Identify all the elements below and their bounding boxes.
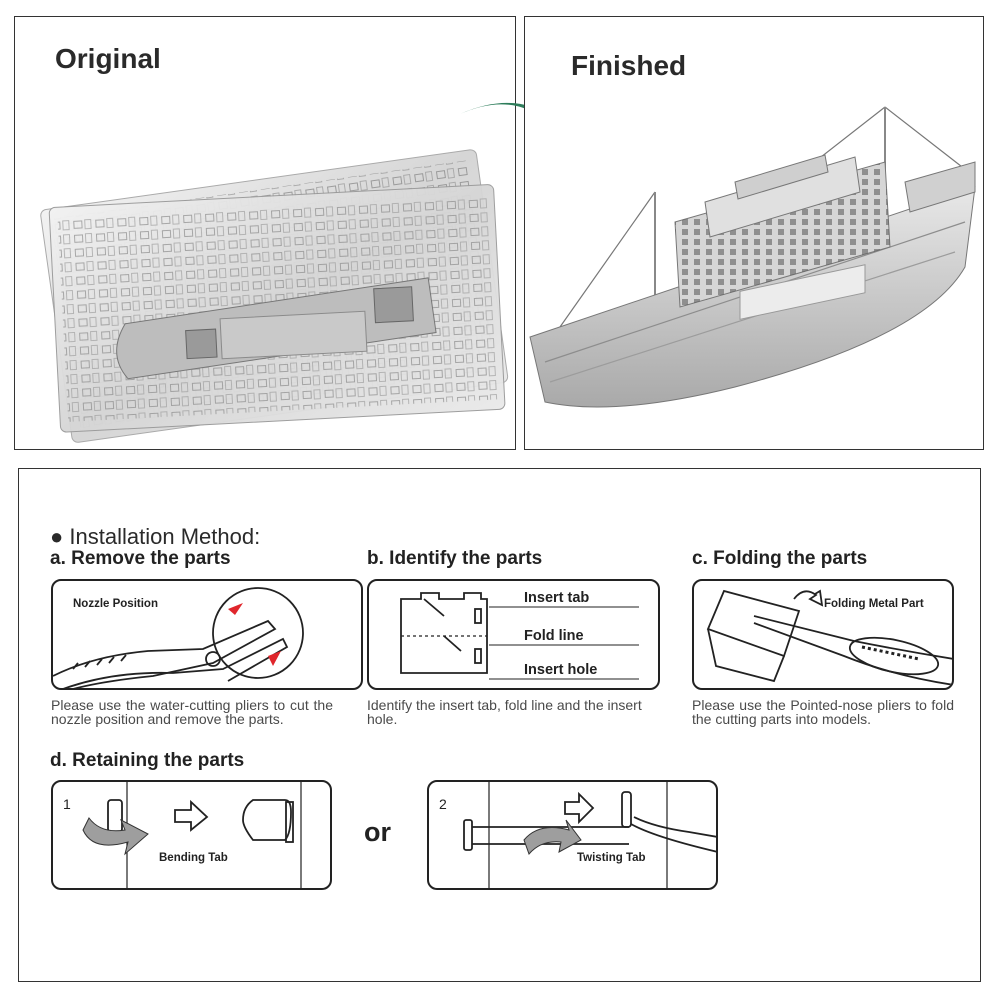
step-d-box-2: 2 Twisting Tab (427, 780, 718, 890)
ship-icon (529, 106, 976, 408)
step-c-desc: Please use the Pointed-nose pliers to fo… (692, 697, 954, 727)
step-a-title: a. Remove the parts (50, 548, 231, 569)
insert-tab-label: Insert tab (524, 590, 590, 606)
step-d-number-1: 1 (63, 796, 71, 812)
insert-hole-label: Insert hole (524, 662, 598, 678)
step-d-title: d. Retaining the parts (50, 750, 245, 771)
metal-sheet-icon (40, 149, 509, 443)
original-panel: Original (14, 16, 516, 450)
folding-pliers-icon (706, 589, 952, 686)
original-title: Original (55, 43, 161, 74)
step-c-box: Folding Metal Part (692, 579, 954, 690)
step-b-title: b. Identify the parts (367, 548, 543, 569)
nozzle-position-label: Nozzle Position (73, 598, 158, 610)
step-d-number-2: 2 (439, 796, 447, 812)
finished-panel: Finished (524, 16, 984, 450)
fold-line-label: Fold line (524, 628, 584, 644)
folding-metal-part-label: Folding Metal Part (824, 598, 924, 610)
part-diagram-icon (400, 592, 639, 680)
twisting-tab-label: Twisting Tab (577, 852, 646, 864)
pliers-icon (53, 587, 304, 688)
step-b-desc: Identify the insert tab, fold line and t… (367, 697, 642, 727)
step-c-title: c. Folding the parts (692, 548, 868, 569)
twisting-tab-icon (463, 782, 716, 888)
finished-title: Finished (571, 50, 687, 81)
bending-tab-icon (82, 782, 302, 888)
step-b-box: Insert tab Fold line Insert hole (367, 579, 660, 690)
bending-tab-label: Bending Tab (159, 852, 228, 864)
installation-heading: ● Installation Method: (50, 524, 261, 549)
step-d-box-1: 1 Bending Tab (51, 780, 332, 890)
or-separator: or (364, 817, 391, 847)
step-a-box: Nozzle Position (51, 579, 363, 690)
step-a-desc: Please use the water-cutting pliers to c… (51, 697, 333, 727)
installation-panel (18, 468, 981, 982)
